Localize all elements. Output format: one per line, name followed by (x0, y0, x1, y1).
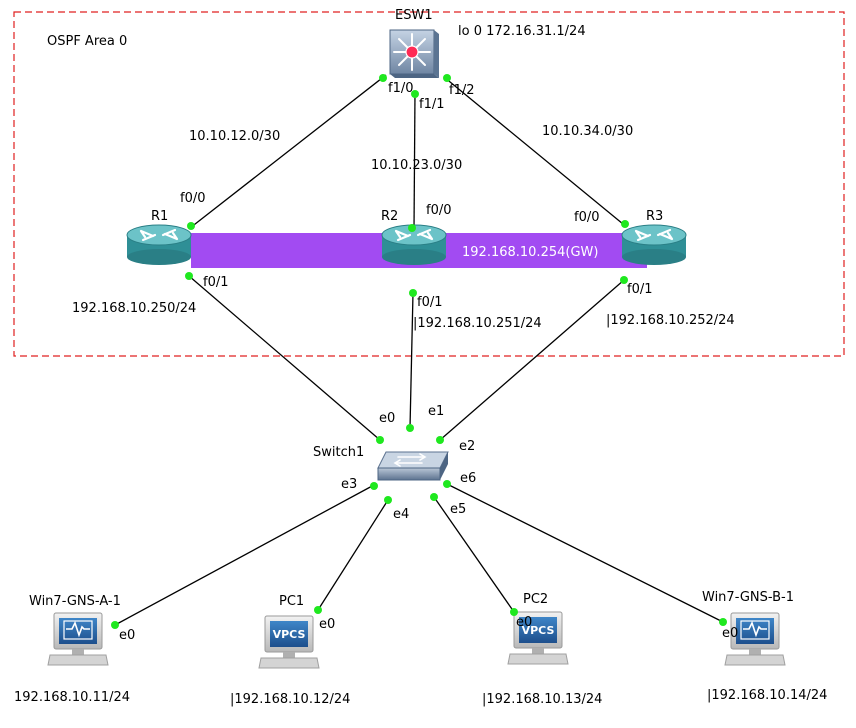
link-r2-esw[interactable] (413, 91, 416, 231)
link-r2-switch[interactable] (409, 292, 414, 429)
port-label-sw-e1: e1 (428, 404, 444, 419)
device-ip-r3: |192.168.10.252/24 (606, 313, 735, 328)
port-dot-sw-e1[interactable] (406, 424, 414, 432)
port-label-sw-e2: e2 (459, 439, 475, 454)
link-switch-pc2[interactable] (433, 496, 515, 613)
port-dots (111, 74, 727, 629)
device-ip-pc1: |192.168.10.12/24 (230, 692, 350, 707)
port-dot-r3-f0-0[interactable] (621, 220, 629, 228)
port-dot-pc1-e0[interactable] (314, 606, 322, 614)
link-r3-esw[interactable] (443, 76, 624, 225)
port-dot-r2-f0-0[interactable] (408, 224, 416, 232)
device-ip-win-b: |192.168.10.14/24 (707, 688, 827, 703)
port-dot-sw-e3[interactable] (370, 482, 378, 490)
device-name-pc1: PC1 (279, 594, 304, 609)
port-label-r2-f0-0: f0/0 (426, 203, 452, 218)
workstation-icon-win-b[interactable] (724, 612, 786, 666)
link-switch-pc1[interactable] (317, 499, 389, 611)
device-ip-r1: 192.168.10.250/24 (72, 301, 196, 316)
ospf-area-boundary (13, 11, 845, 357)
device-ip-esw: lo 0 172.16.31.1/24 (458, 24, 586, 39)
port-label-win-a-e0: e0 (119, 628, 135, 643)
port-label-win-b-e0: e0 (722, 626, 738, 641)
port-dot-sw-e2[interactable] (436, 436, 444, 444)
port-label-sw-e5: e5 (450, 502, 466, 517)
port-dot-sw-e6[interactable] (443, 480, 451, 488)
vpcs-icon-pc1[interactable]: VPCS (258, 615, 320, 669)
link-switch-win-a[interactable] (114, 484, 375, 626)
port-dot-r2-f0-1[interactable] (409, 289, 417, 297)
workstation-icon-win-a[interactable] (47, 612, 109, 666)
device-name-r1: R1 (151, 209, 168, 224)
link-r1-esw[interactable] (189, 74, 387, 229)
device-name-switch: Switch1 (313, 445, 364, 460)
device-ip-pc2: |192.168.10.13/24 (482, 692, 602, 707)
port-label-sw-e3: e3 (341, 477, 357, 492)
port-label-esw-f1-1: f1/1 (419, 97, 445, 112)
multilayer-switch-icon[interactable] (389, 29, 439, 78)
vpcs-badge-pc2: VPCS (522, 624, 555, 637)
link-switch-win-b[interactable] (446, 483, 724, 623)
port-dot-sw-e0[interactable] (376, 436, 384, 444)
port-dot-sw-e5[interactable] (430, 493, 438, 501)
device-name-win-a: Win7-GNS-A-1 (29, 594, 121, 609)
port-label-sw-e0: e0 (379, 411, 395, 426)
port-label-sw-e4: e4 (393, 507, 409, 522)
port-label-pc2-e0: e0 (516, 615, 532, 630)
network-label-r1-esw: 10.10.12.0/30 (189, 129, 280, 144)
ethernet-switch-icon[interactable] (377, 451, 449, 481)
port-label-r2-f0-1: f0/1 (417, 295, 443, 310)
port-label-r1-f0-0: f0/0 (180, 191, 206, 206)
link-r1-switch[interactable] (188, 275, 381, 441)
router-icon-r1[interactable] (125, 223, 193, 267)
vpcs-icon-pc2[interactable]: VPCS (507, 611, 569, 665)
port-label-esw-f1-0: f1/0 (388, 81, 414, 96)
port-dot-r3-f0-1[interactable] (620, 276, 628, 284)
port-label-r3-f0-1: f0/1 (627, 282, 653, 297)
device-ip-win-a: 192.168.10.11/24 (14, 690, 130, 705)
port-dot-esw-f1-2[interactable] (443, 74, 451, 82)
port-dot-esw-f1-0[interactable] (379, 74, 387, 82)
port-dot-win-a-e0[interactable] (111, 621, 119, 629)
device-name-r3: R3 (646, 209, 663, 224)
device-ip-r2: |192.168.10.251/24 (413, 316, 542, 331)
port-label-r1-f0-1: f0/1 (203, 275, 229, 290)
gateway-label: 192.168.10.254(GW) (462, 245, 598, 260)
device-name-pc2: PC2 (523, 592, 548, 607)
port-dot-sw-e4[interactable] (384, 496, 392, 504)
port-label-sw-e6: e6 (460, 471, 476, 486)
network-label-r2-esw: 10.10.23.0/30 (371, 158, 462, 173)
device-name-r2: R2 (381, 209, 398, 224)
link-r3-switch[interactable] (439, 279, 625, 441)
device-name-esw: ESW1 (395, 8, 433, 23)
network-label-r3-esw: 10.10.34.0/30 (542, 124, 633, 139)
port-dot-r1-f0-0[interactable] (187, 222, 195, 230)
port-dot-win-b-e0[interactable] (719, 618, 727, 626)
port-dot-r1-f0-1[interactable] (185, 272, 193, 280)
port-dot-esw-f1-1[interactable] (411, 90, 419, 98)
ospf-area-label: OSPF Area 0 (47, 34, 127, 49)
device-name-win-b: Win7-GNS-B-1 (702, 590, 794, 605)
router-icon-r3[interactable] (620, 223, 688, 267)
port-label-pc1-e0: e0 (319, 617, 335, 632)
port-label-r3-f0-0: f0/0 (574, 210, 600, 225)
vpcs-badge-pc1: VPCS (273, 628, 306, 641)
port-label-esw-f1-2: f1/2 (449, 83, 475, 98)
port-dot-pc2-e0[interactable] (510, 608, 518, 616)
